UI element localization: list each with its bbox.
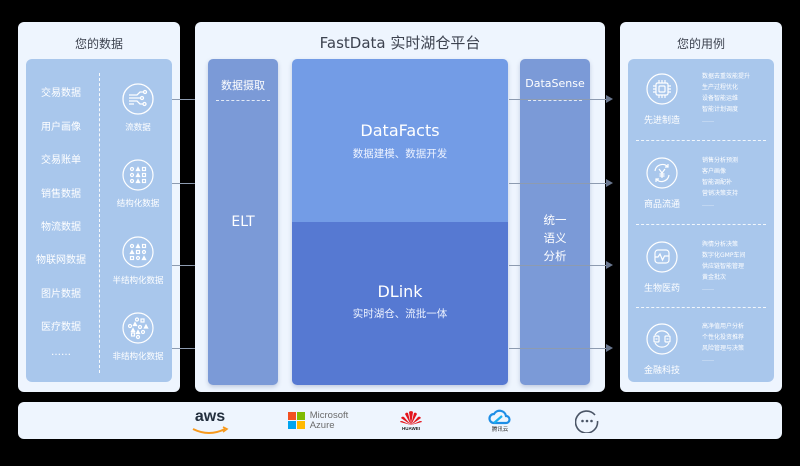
divider	[528, 100, 582, 101]
arrow-right-icon	[606, 344, 613, 352]
ingest-title: 数据摄取	[221, 79, 265, 92]
source-item: 图片数据	[41, 289, 81, 300]
use-case-biomedicine: 生物医药 舆情分析决策 数字化GMP车间 供应链智能管理 黄金批次 ……	[643, 241, 746, 294]
pulse-monitor-icon	[646, 241, 678, 273]
source-item: 交易账单	[41, 155, 81, 166]
aws-smile-icon	[192, 425, 229, 434]
huawei-logo: HUAWEI	[390, 402, 432, 439]
datafacts-subtitle: 数据建模、数据开发	[352, 148, 448, 160]
semi-structured-data-icon	[122, 236, 154, 268]
connector-line	[509, 183, 606, 184]
use-cases-box: 先进制造 数据去重效能提升 生产过程优化 设备智能运维 智能计划调度 …… 商品…	[628, 59, 774, 382]
connector-line	[509, 348, 606, 349]
your-data-title: 您的数据	[74, 37, 123, 51]
connector-line	[509, 99, 606, 100]
source-item: 医疗数据	[41, 322, 81, 333]
yuan-cycle-icon	[646, 157, 678, 189]
divider	[636, 307, 766, 308]
dlink-title: DLink	[377, 282, 423, 301]
source-item: 物流数据	[41, 222, 81, 233]
arrow-right-icon	[606, 179, 613, 187]
divider	[216, 100, 270, 101]
use-cases-title: 您的用例	[676, 37, 725, 51]
elt-label: ELT	[231, 214, 255, 230]
data-type-unstructured: 非结构化数据	[104, 312, 172, 362]
ingest-column: 数据摄取 ELT	[208, 59, 278, 385]
source-item-more: ……	[51, 347, 71, 358]
platform-title: FastData 实时湖仓平台	[319, 34, 481, 52]
arrow-right-icon	[606, 95, 613, 103]
datasense-column: DataSense 统一 语义 分析	[520, 59, 590, 385]
source-item: 销售数据	[41, 189, 81, 200]
use-case-manufacturing: 先进制造 数据去重效能提升 生产过程优化 设备智能运维 智能计划调度 ……	[643, 73, 751, 126]
datafacts-block: DataFacts 数据建模、数据开发	[292, 59, 508, 222]
divider	[636, 224, 766, 225]
your-data-panel: 您的数据 交易数据 用户画像 交易账单 销售数据 物流数据 物联网数据 图片数据…	[18, 22, 180, 392]
divider	[99, 73, 100, 373]
dlink-block: DLink 实时湖仓、流批一体	[292, 222, 508, 385]
data-sources-box: 交易数据 用户画像 交易账单 销售数据 物流数据 物联网数据 图片数据 医疗数据…	[26, 59, 172, 382]
chip-icon	[646, 73, 678, 105]
dlink-subtitle: 实时湖仓、流批一体	[352, 308, 448, 320]
microsoft-squares-icon	[287, 412, 305, 429]
tencent-cloud-logo: 腾讯云	[484, 402, 516, 439]
exchange-icon	[646, 323, 678, 355]
arrow-right-icon	[606, 261, 613, 269]
use-case-commerce: 商品流通 销售分析预测 客户画像 智能调配补 营销决策支持 ……	[643, 157, 739, 210]
data-type-structured: 结构化数据	[104, 159, 172, 209]
stream-data-icon	[122, 83, 154, 115]
tencent-cloud-icon	[488, 409, 511, 424]
source-item: 用户画像	[41, 122, 81, 133]
cloud-providers-bar: aws Microsoft Azure HUAWEI	[18, 402, 782, 439]
datafacts-title: DataFacts	[360, 121, 440, 140]
source-item: 交易数据	[41, 88, 81, 99]
structured-data-icon	[122, 159, 154, 191]
data-type-semi-structured: 半结构化数据	[104, 236, 172, 286]
more-clouds-icon[interactable]	[574, 402, 600, 439]
use-case-fintech: 金融科技 高净值用户分析 个性化投资推荐 风险管理与决策 ……	[643, 323, 745, 376]
source-item: 物联网数据	[36, 255, 86, 266]
datasense-label: 统一 语义 分析	[543, 213, 567, 263]
aws-logo: aws	[188, 402, 232, 439]
data-type-stream: 流数据	[104, 83, 172, 133]
huawei-petals-icon	[400, 411, 422, 425]
unstructured-data-icon	[122, 312, 154, 344]
your-use-cases-panel: 您的用例 先进制造 数据去重效能提升 生产过程优化 设备智能运维 智能计划调度 …	[620, 22, 782, 392]
divider	[636, 140, 766, 141]
connector-line	[509, 265, 606, 266]
fastdata-platform-panel: FastData 实时湖仓平台 数据摄取 ELT DataFacts 数据建模、…	[195, 22, 605, 392]
microsoft-azure-logo: Microsoft Azure	[282, 402, 354, 439]
datasense-title: DataSense	[525, 77, 585, 90]
core-engine-column: DataFacts 数据建模、数据开发 DLink 实时湖仓、流批一体	[292, 59, 508, 385]
